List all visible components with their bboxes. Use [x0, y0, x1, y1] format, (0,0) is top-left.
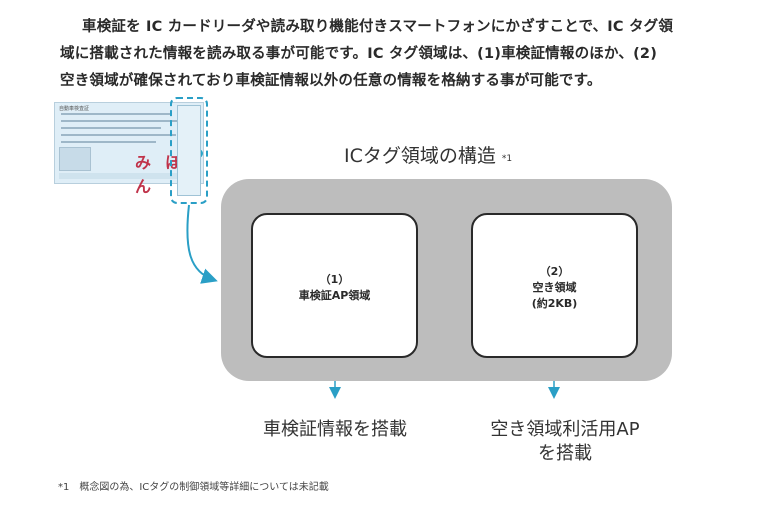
certificate-ap-area-box: （1） 車検証AP領域 — [251, 213, 418, 358]
paragraph-line-2: 域に搭載された情報を読み取る事が可能です。IC タグ領域は、(1)車検証情報のほ… — [60, 46, 658, 62]
caption2-line1: 空き領域利活用AP — [490, 419, 640, 440]
box2-size: (約2KB) — [531, 297, 578, 310]
diagram-title-text: ICタグ領域の構造 — [344, 145, 496, 167]
caption1-text: 車検証情報を搭載 — [263, 419, 407, 440]
box2-label: 空き領域 — [532, 281, 577, 294]
paragraph-line-1: 車検証を IC カードリーダや読み取り機能付きスマートフォンにかざすことで、IC… — [82, 19, 674, 35]
caption-certificate-info: 車検証情報を搭載 — [240, 418, 430, 442]
certificate-bottom-stripe — [59, 173, 199, 179]
caption2-line2: を搭載 — [538, 443, 592, 464]
ic-tag-highlight-frame — [170, 97, 208, 204]
paragraph-line-3: 空き領域が確保されており車検証情報以外の任意の情報を格納する事が可能です。 — [60, 73, 602, 89]
certificate-field — [61, 134, 176, 136]
box2-number: （2） — [539, 265, 570, 278]
box1-number: （1） — [319, 273, 350, 286]
ic-tag-area — [177, 105, 201, 196]
diagram-title-note: *1 — [501, 154, 513, 164]
footnote: *1 概念図の為、ICタグの制御領域等詳細については未記載 — [58, 482, 329, 493]
box1-label: 車検証AP領域 — [298, 289, 371, 302]
certificate-field — [61, 141, 156, 143]
free-area-box: （2） 空き領域 (約2KB) — [471, 213, 638, 358]
sample-stamp-text: みほん — [135, 153, 196, 196]
certificate-header: 自動車検査証 — [59, 106, 90, 112]
certificate-field — [61, 120, 179, 122]
vehicle-certificate-image: 自動車検査証 みほん — [54, 102, 204, 196]
intro-paragraph: 車検証を IC カードリーダや読み取り機能付きスマートフォンにかざすことで、IC… — [60, 14, 720, 95]
certificate-block — [59, 147, 91, 171]
certificate-field — [61, 127, 161, 129]
certificate-field — [61, 113, 171, 115]
caption-free-area-ap: 空き領域利活用AP を搭載 — [465, 418, 665, 466]
tag-to-structure-arrow — [186, 204, 218, 284]
diagram-title: ICタグ領域の構造 *1 — [344, 141, 512, 168]
